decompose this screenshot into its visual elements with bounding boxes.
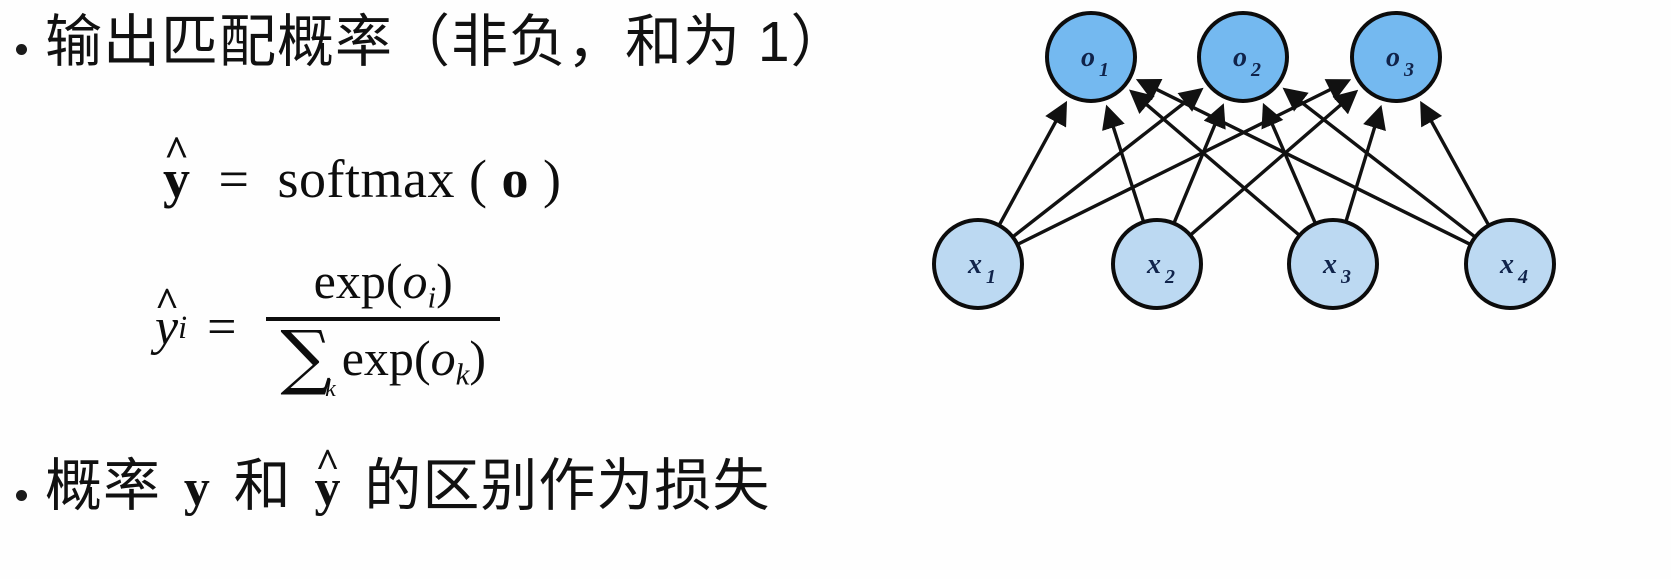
hat-accent-icon-3: ^ bbox=[315, 440, 341, 487]
network-edge-x1-o1 bbox=[998, 100, 1068, 226]
network-node-label-o2: o bbox=[1233, 42, 1247, 73]
equation-component-lhs-var: y bbox=[155, 298, 179, 356]
equation-softmax-open-paren: ( bbox=[468, 149, 488, 209]
fraction-denominator: ∑kexp(ok) bbox=[266, 321, 500, 404]
equation-softmax-close-paren: ) bbox=[542, 149, 562, 209]
network-edge-x3-o1 bbox=[1129, 89, 1300, 237]
network-node-subscript-o2: 2 bbox=[1250, 59, 1261, 81]
input-node-circle bbox=[1111, 218, 1203, 310]
hat-accent-icon-2: ^ bbox=[154, 279, 179, 326]
loss-var-yhat-base: y bbox=[314, 460, 342, 517]
network-node-label-x2: x bbox=[1146, 249, 1161, 280]
bullet-output-probability-text: 输出匹配概率（非负，和为 1） bbox=[45, 10, 849, 74]
hat-accent-icon: ^ bbox=[163, 128, 190, 176]
numerator-arg: o bbox=[402, 253, 428, 309]
equation-softmax-component: ^ y i = exp(oi) ∑kexp(ok) bbox=[155, 250, 501, 405]
equation-softmax: ^ y = softmax ( o ) bbox=[163, 129, 562, 210]
equation-softmax-equals: = bbox=[218, 149, 250, 209]
bullet-dot-icon-2 bbox=[16, 490, 27, 501]
network-node-subscript-o1: 1 bbox=[1099, 59, 1109, 81]
network-edge-x2-o2 bbox=[1172, 103, 1226, 224]
network-edge-x2-o3 bbox=[1189, 89, 1359, 236]
equation-component-fraction: exp(oi) ∑kexp(ok) bbox=[266, 250, 501, 405]
numerator-arg-sub: i bbox=[427, 279, 437, 315]
bullet-loss-definition-text: 概率 y 和 ^y 的区别作为损失 bbox=[45, 443, 770, 517]
input-node-circle bbox=[932, 218, 1024, 310]
network-edge-x2-o1 bbox=[1102, 104, 1145, 222]
network-edge-x3-o2 bbox=[1261, 102, 1317, 224]
network-node-subscript-x1: 1 bbox=[986, 266, 996, 288]
network-edges bbox=[998, 79, 1490, 246]
loss-text-prefix: 概率 bbox=[45, 454, 178, 518]
equation-softmax-lhs: ^ y bbox=[163, 129, 191, 210]
equation-softmax-func: softmax bbox=[277, 149, 455, 209]
loss-var-yhat: ^y bbox=[309, 443, 348, 517]
summation-index: k bbox=[325, 375, 336, 402]
network-node-subscript-x2: 2 bbox=[1164, 266, 1175, 288]
input-node-circle bbox=[1464, 218, 1556, 310]
network-node-label-x4: x bbox=[1499, 249, 1514, 280]
denominator-func: exp bbox=[341, 330, 414, 387]
fraction-bar bbox=[266, 317, 501, 322]
network-node-subscript-x4: 4 bbox=[1517, 266, 1528, 288]
network-node-label-o1: o bbox=[1081, 42, 1095, 73]
network-node-subscript-o3: 3 bbox=[1403, 59, 1414, 81]
equation-softmax-lhs-var: y bbox=[163, 149, 191, 209]
equation-component-lhs-var-wrap: ^ y bbox=[155, 279, 179, 357]
loss-var-y: y bbox=[183, 460, 211, 517]
summation-icon: ∑ bbox=[280, 315, 332, 399]
network-edge-x4-o1 bbox=[1135, 79, 1471, 246]
numerator-func: exp bbox=[313, 253, 386, 309]
output-node-circle bbox=[1350, 11, 1442, 103]
network-node-subscript-x3: 3 bbox=[1340, 266, 1351, 288]
denominator-open-paren: ( bbox=[413, 330, 431, 387]
network-edge-x3-o3 bbox=[1344, 104, 1386, 222]
output-node-circle bbox=[1197, 11, 1289, 103]
network-node-label-x1: x bbox=[967, 249, 982, 280]
denominator-arg: o bbox=[430, 330, 456, 387]
equation-component-equals: = bbox=[207, 298, 237, 356]
equation-component-lhs: ^ y i = bbox=[155, 279, 250, 357]
bullet-dot-icon bbox=[16, 44, 27, 55]
network-node-label-x3: x bbox=[1322, 249, 1337, 280]
equation-softmax-arg: o bbox=[501, 149, 529, 209]
denominator-arg-sub: k bbox=[455, 356, 470, 392]
network-node-label-o3: o bbox=[1386, 42, 1400, 73]
equation-component-lhs-sub: i bbox=[178, 308, 188, 345]
input-node-circle bbox=[1287, 218, 1379, 310]
numerator-open-paren: ( bbox=[385, 253, 403, 309]
network-edge-x1-o2 bbox=[1012, 87, 1204, 238]
network-edge-x4-o2 bbox=[1282, 87, 1476, 238]
bullet-output-probability: 输出匹配概率（非负，和为 1） bbox=[16, 14, 849, 71]
fraction-numerator: exp(oi) bbox=[300, 250, 467, 317]
output-node-circle bbox=[1045, 11, 1137, 103]
network-edge-x4-o3 bbox=[1420, 100, 1490, 226]
loss-text-suffix: 的区别作为损失 bbox=[347, 454, 771, 518]
denominator-close-paren: ) bbox=[469, 330, 487, 387]
bullet-loss-definition: 概率 y 和 ^y 的区别作为损失 bbox=[16, 443, 770, 517]
numerator-close-paren: ) bbox=[436, 253, 453, 309]
loss-text-middle: 和 bbox=[216, 454, 309, 518]
